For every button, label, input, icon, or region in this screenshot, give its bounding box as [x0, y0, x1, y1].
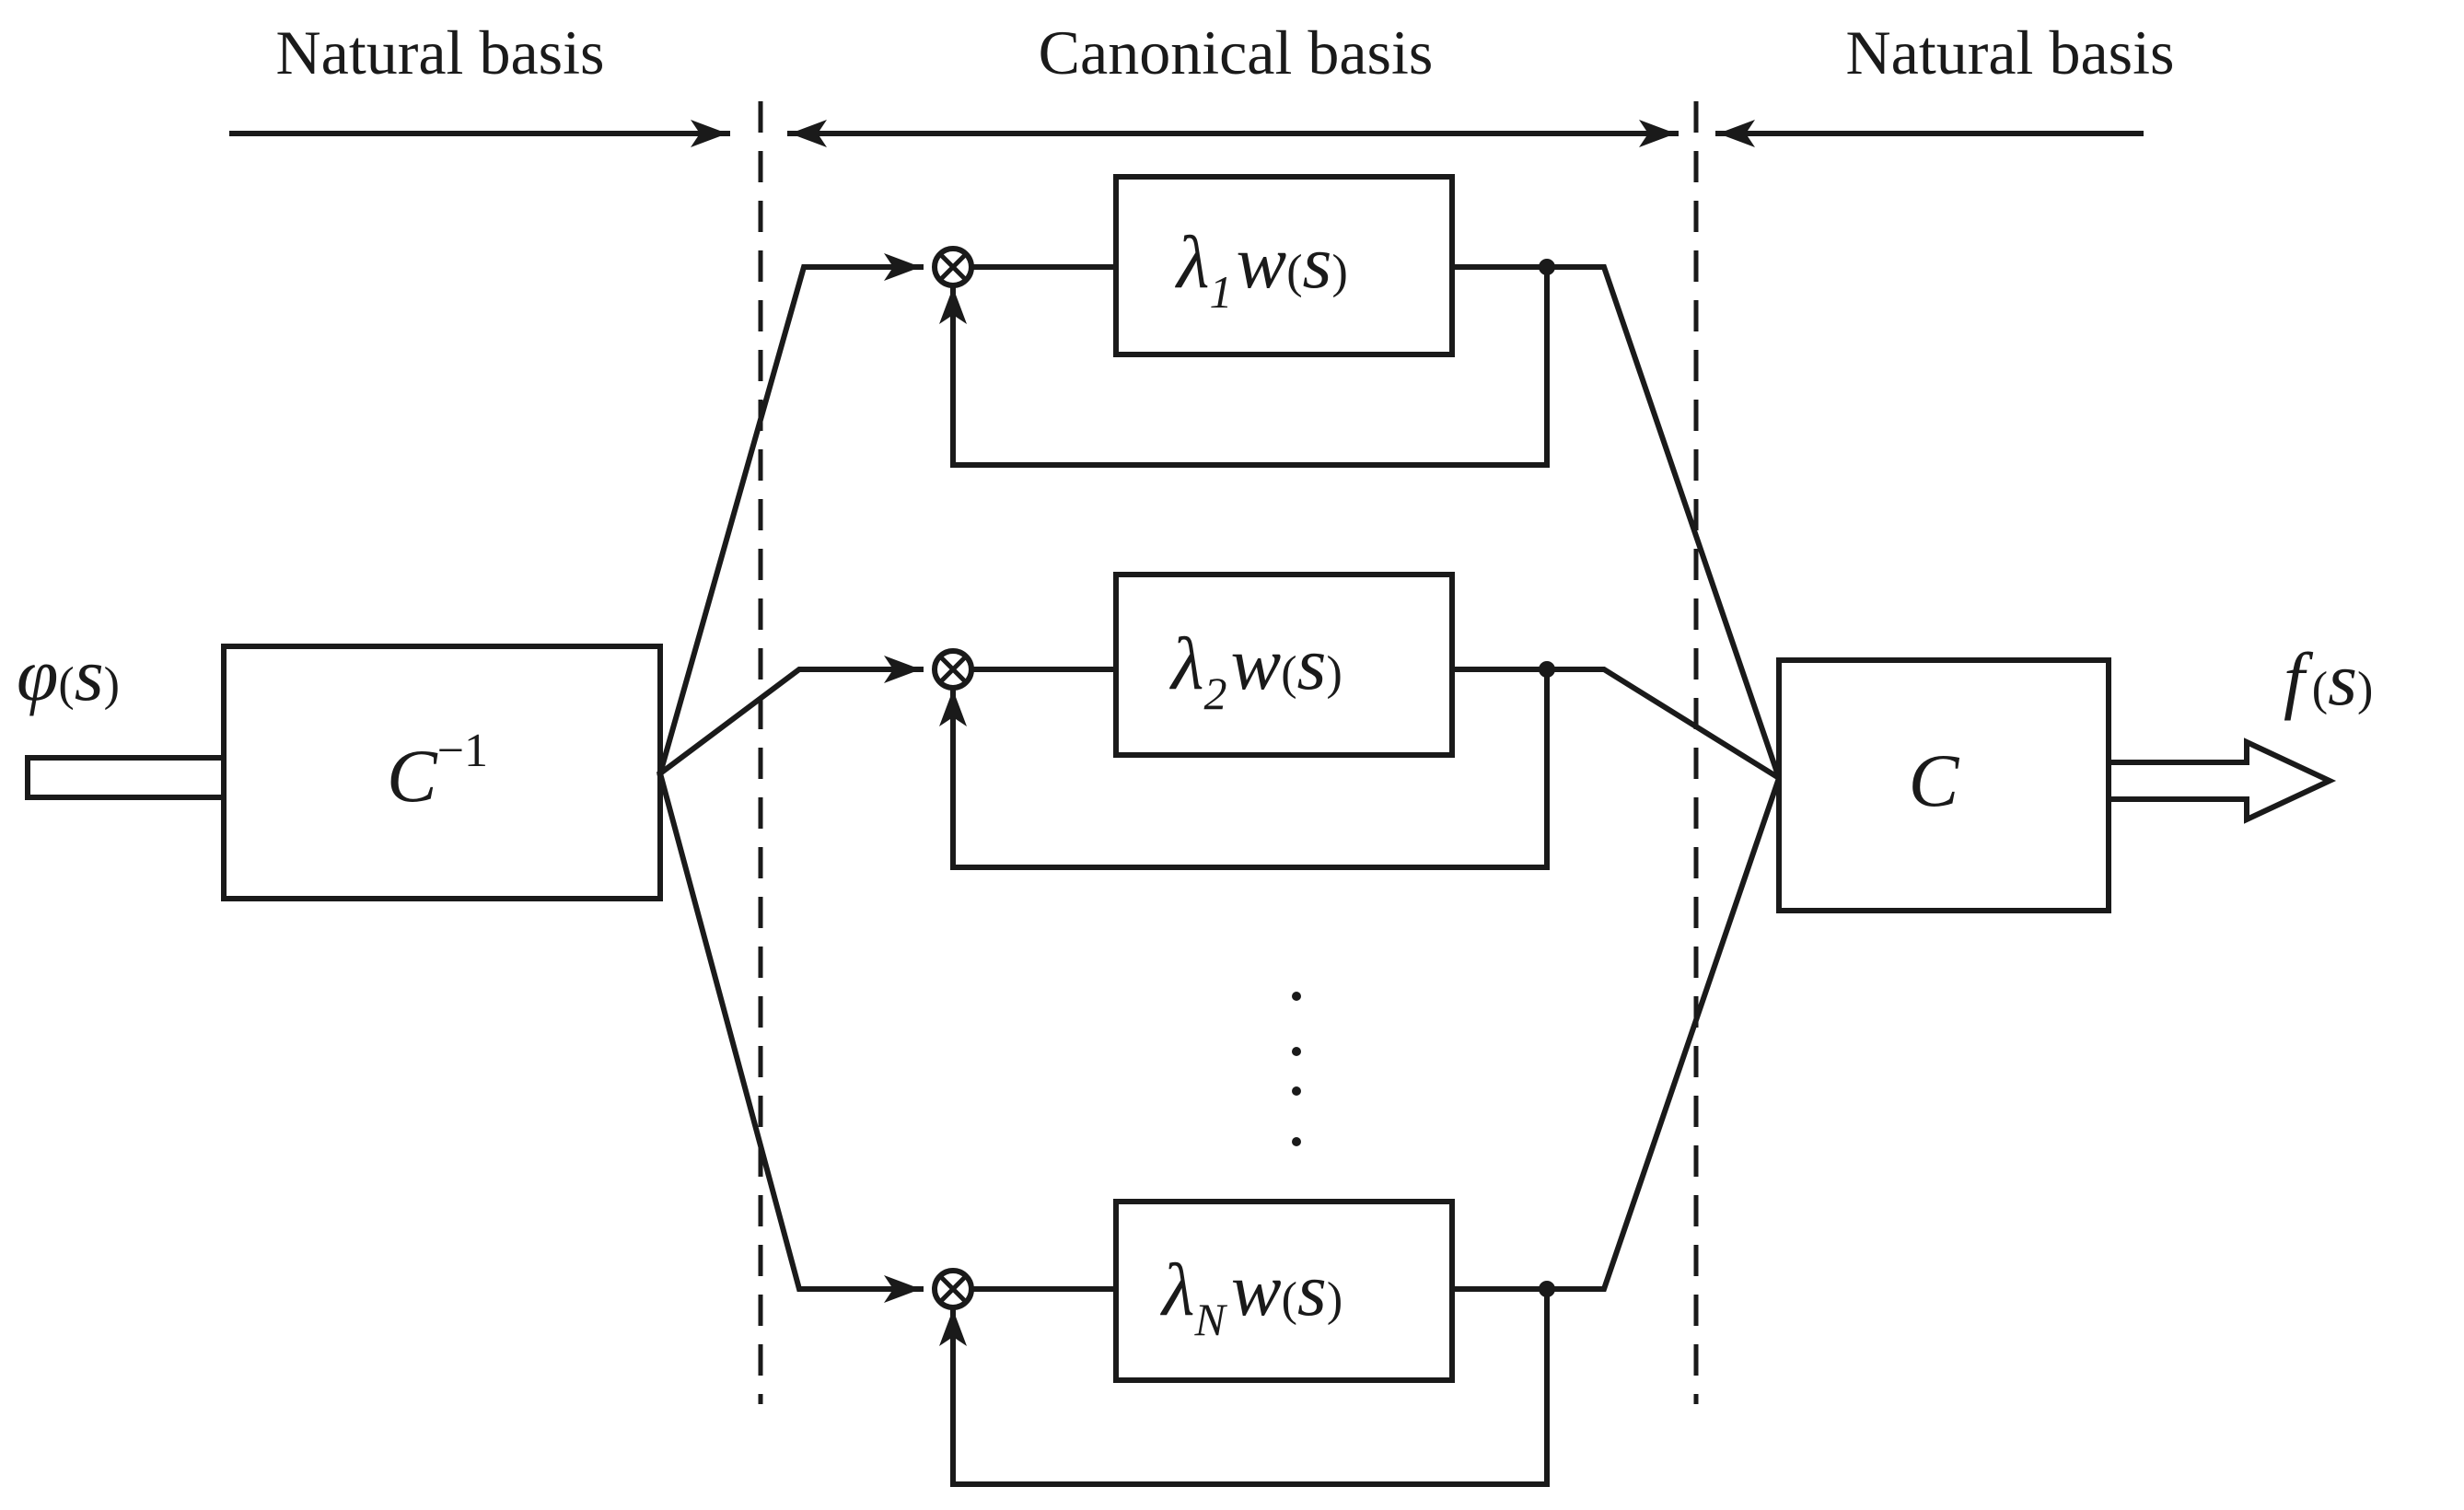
block-output-2 — [1449, 667, 1784, 783]
inverse-transform-block — [221, 644, 663, 901]
summing-junction-2-cross — [938, 655, 968, 684]
section-label-canonical: Canonical basis — [1039, 17, 1434, 87]
input-signal-label: φ(s) — [17, 633, 120, 716]
mode-branch-2: λ2w(s) — [932, 572, 1784, 870]
mode-block-2 — [1113, 572, 1455, 758]
mode-branch-1: λ1w(s) — [932, 174, 1783, 782]
summing-junction-n-cross — [938, 1274, 968, 1304]
input-signal-arrow — [25, 755, 227, 800]
feedback-path-1 — [939, 264, 1550, 468]
output-signal-label: f(s) — [2284, 637, 2373, 721]
output-signal-arrow — [2106, 738, 2337, 824]
fanout-line-2 — [656, 656, 924, 778]
output-transform-label: C — [1909, 738, 1960, 822]
block-output-1 — [1449, 264, 1783, 782]
feedback-path-n — [939, 1286, 1550, 1487]
section-label-natural-right: Natural basis — [1846, 17, 2175, 87]
block-output-n — [1449, 774, 1783, 1292]
mode-block-n — [1113, 1199, 1455, 1383]
inverse-transform-label: C−1 — [387, 725, 488, 818]
section-label-natural-left: Natural basis — [276, 17, 605, 87]
output-transform-block — [1776, 657, 2111, 913]
fanout-line-1 — [657, 253, 924, 777]
ellipsis-dot-4 — [1292, 1137, 1301, 1146]
ellipsis-dot-1 — [1292, 992, 1301, 1001]
mode-label-1: λ1w(s) — [1175, 220, 1348, 318]
ellipsis-dot-2 — [1292, 1047, 1301, 1056]
fanout-line-n — [657, 770, 924, 1303]
ellipsis-more-modes — [1292, 992, 1301, 1146]
summing-junction-1-cross — [938, 252, 968, 282]
feedback-path-2 — [939, 667, 1550, 870]
mode-branch-n: λNw(s) — [932, 774, 1783, 1487]
mode-label-2: λ2w(s) — [1169, 621, 1342, 719]
ellipsis-dot-3 — [1292, 1086, 1301, 1096]
mode-block-1 — [1113, 174, 1455, 357]
mode-label-n: λNw(s) — [1160, 1248, 1342, 1345]
